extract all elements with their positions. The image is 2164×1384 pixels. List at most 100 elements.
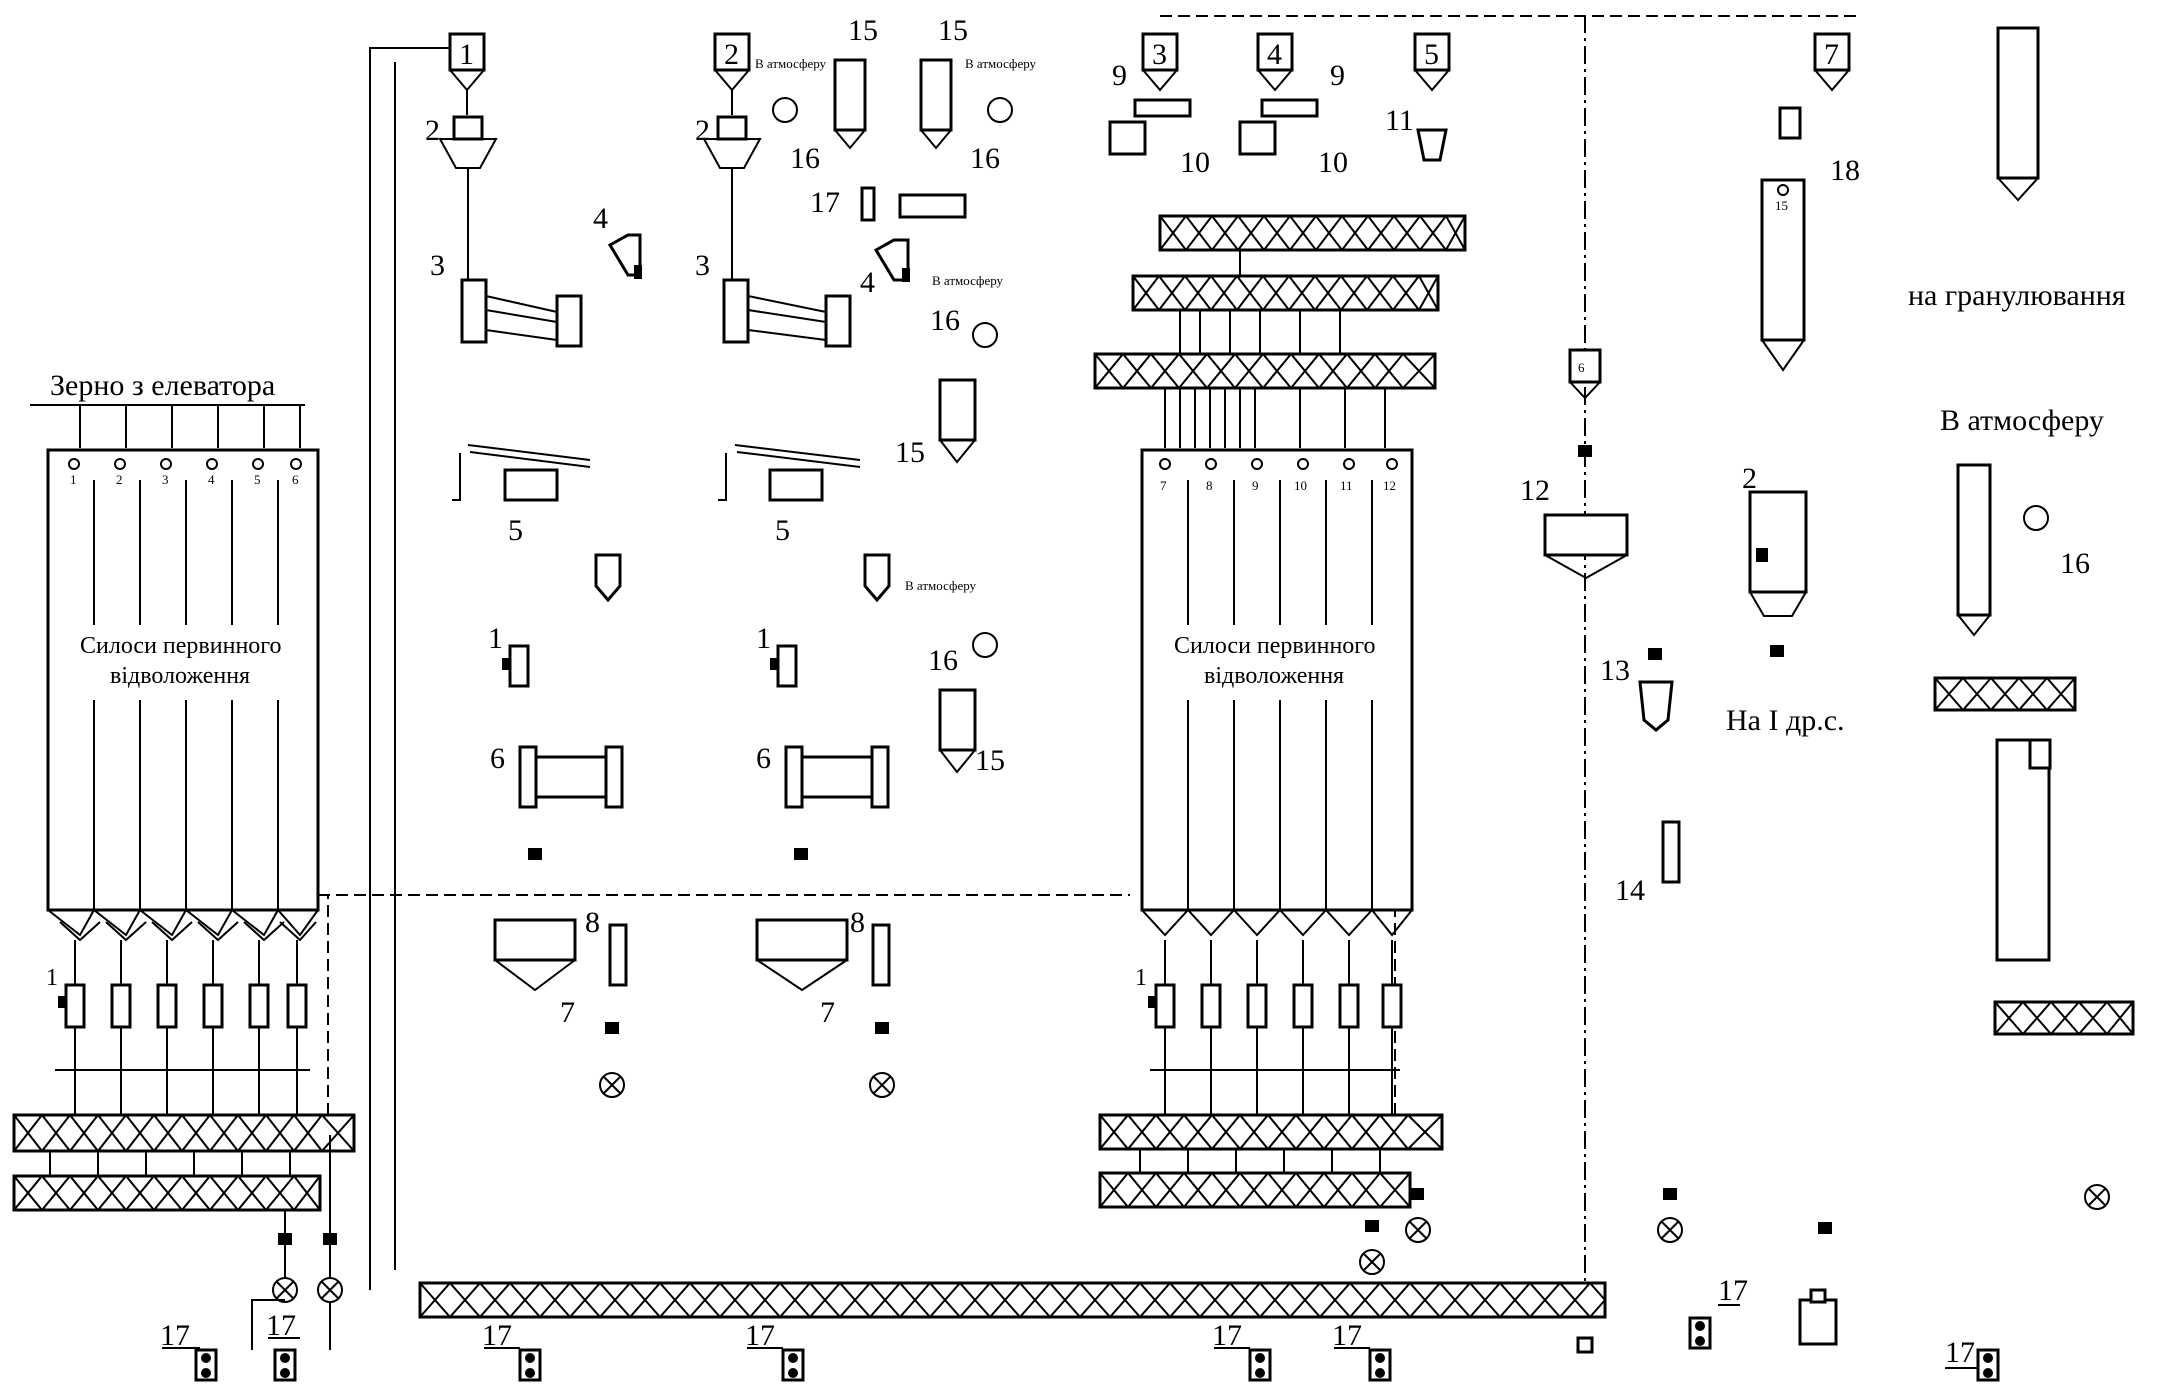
svg-text:5: 5 <box>1424 38 1439 71</box>
svg-text:2: 2 <box>695 114 710 147</box>
svg-text:1: 1 <box>488 622 503 655</box>
fan-16b: 16 <box>970 97 1013 175</box>
svg-text:7: 7 <box>1824 38 1839 71</box>
unit-14: 14 <box>1615 820 1681 907</box>
silo-label-center-line2: відволоження <box>1204 663 1344 689</box>
column-top-right <box>1996 26 2040 202</box>
conveyor-center-1 <box>1158 214 1467 252</box>
svg-text:16: 16 <box>2060 547 2090 580</box>
svg-text:17: 17 <box>745 1319 775 1352</box>
machine-7b: 7 <box>755 918 849 1029</box>
bin-4: 4 <box>1256 32 1294 92</box>
machine-6b: 6 <box>756 742 890 809</box>
silo-label-left-line1: Силоси первинного <box>80 633 282 659</box>
svg-text:5: 5 <box>508 514 523 547</box>
svg-text:15: 15 <box>975 744 1005 777</box>
svg-text:6: 6 <box>1578 360 1585 375</box>
svg-text:3: 3 <box>1152 38 1167 71</box>
silo-block-left: Силоси первинного відволоження Зерно з е… <box>30 369 320 1115</box>
svg-text:7: 7 <box>560 996 575 1029</box>
svg-text:8: 8 <box>1206 478 1213 493</box>
tank-17-top: 17 <box>810 186 967 222</box>
fan-17-left-b: 17 <box>266 1309 300 1382</box>
svg-text:4: 4 <box>593 202 608 235</box>
filter-15b: 15 В атмосферу <box>919 14 1037 150</box>
svg-text:17: 17 <box>1718 1274 1748 1307</box>
conveyor-right-1 <box>1933 676 2077 712</box>
machine-3a: 3 <box>430 249 583 348</box>
svg-text:15: 15 <box>938 14 968 47</box>
svg-text:4: 4 <box>208 472 215 487</box>
separator-13: 13 <box>1600 654 1674 732</box>
tank-12: 12 <box>1520 474 1629 580</box>
svg-text:10: 10 <box>1180 146 1210 179</box>
svg-text:12: 12 <box>1520 474 1550 507</box>
fan-17-bottom-1: 17 <box>482 1319 542 1382</box>
cyclone-4a: 4 <box>593 202 642 279</box>
bin-7: 7 <box>1813 32 1851 92</box>
svg-text:13: 13 <box>1600 654 1630 687</box>
svg-text:17: 17 <box>1945 1336 1975 1369</box>
filter-15c: 15 <box>895 378 977 469</box>
silo-numbers-center: 7 8 9 10 11 12 <box>1160 478 1396 493</box>
scale-8b: 8 <box>850 906 891 987</box>
bin-1: 1 <box>448 32 486 115</box>
conveyor-right-2 <box>1993 1000 2135 1036</box>
svg-text:1: 1 <box>756 622 771 655</box>
bin-5: 5 <box>1413 32 1451 92</box>
svg-text:15: 15 <box>848 14 878 47</box>
to-first-break-label: На І др.с. <box>1726 704 1845 737</box>
unit-11: 11 <box>1385 104 1448 162</box>
silo-numbers-left: 1 2 3 4 5 6 <box>70 472 299 487</box>
svg-text:4: 4 <box>860 266 875 299</box>
machine-6a: 6 <box>490 742 624 809</box>
svg-text:15: 15 <box>1775 198 1788 213</box>
svg-text:17: 17 <box>482 1319 512 1352</box>
svg-text:14: 14 <box>1615 874 1645 907</box>
fan-17-bottom-2: 17 <box>745 1319 805 1382</box>
silo-15-right: 15 <box>1760 178 1806 372</box>
conveyor-center-5 <box>1098 1171 1412 1209</box>
unit-18: 18 <box>1778 106 1860 187</box>
label-1-scale-left: 1 <box>46 965 58 991</box>
svg-text:8: 8 <box>850 906 865 939</box>
svg-text:3: 3 <box>162 472 169 487</box>
svg-text:11: 11 <box>1385 104 1414 137</box>
svg-text:В атмосферу: В атмосферу <box>755 56 827 71</box>
svg-text:16: 16 <box>970 142 1000 175</box>
svg-text:В атмосферу: В атмосферу <box>905 578 977 593</box>
svg-text:3: 3 <box>430 249 445 282</box>
svg-text:2: 2 <box>1742 462 1757 495</box>
bin-6: 6 <box>1568 348 1602 400</box>
fan-16d: 16 В атмосферу <box>905 578 998 677</box>
svg-text:10: 10 <box>1318 146 1348 179</box>
bin-small-a <box>594 553 622 603</box>
cyclone-right <box>1956 463 1992 637</box>
svg-text:6: 6 <box>292 472 299 487</box>
scale-8a: 8 <box>585 906 628 987</box>
svg-text:16: 16 <box>790 142 820 175</box>
unit-17-right-b <box>1798 1288 1838 1346</box>
fan-17-right-c: 17 <box>1945 1336 2000 1382</box>
conveyor-center-2 <box>1131 274 1440 312</box>
conveyor-main-bottom <box>418 1281 1607 1319</box>
svg-text:В атмосферу: В атмосферу <box>932 273 1004 288</box>
grain-input-label: Зерно з елеватора <box>50 369 275 402</box>
svg-text:17: 17 <box>266 1309 296 1342</box>
svg-text:9: 9 <box>1330 59 1345 92</box>
svg-text:9: 9 <box>1252 478 1259 493</box>
scale-1a: 1 <box>488 622 530 688</box>
silo-label-left-line2: відволоження <box>110 663 250 689</box>
scale-1b: 1 <box>756 622 798 688</box>
separator-2a: 2 <box>425 114 498 280</box>
conveyor-left-bottom <box>12 1174 322 1212</box>
filter-15d: 15 <box>938 688 1005 777</box>
fan-16c: 16 В атмосферу <box>930 273 1004 348</box>
conveyor-center-3 <box>1093 352 1437 390</box>
fan-16a: 16 <box>772 97 820 175</box>
conveyor-center-4 <box>1098 1113 1444 1151</box>
magnet-9b: 9 <box>1260 59 1345 118</box>
dryer-right <box>1995 738 2052 962</box>
filter-15a: 15 В атмосферу <box>755 14 878 150</box>
